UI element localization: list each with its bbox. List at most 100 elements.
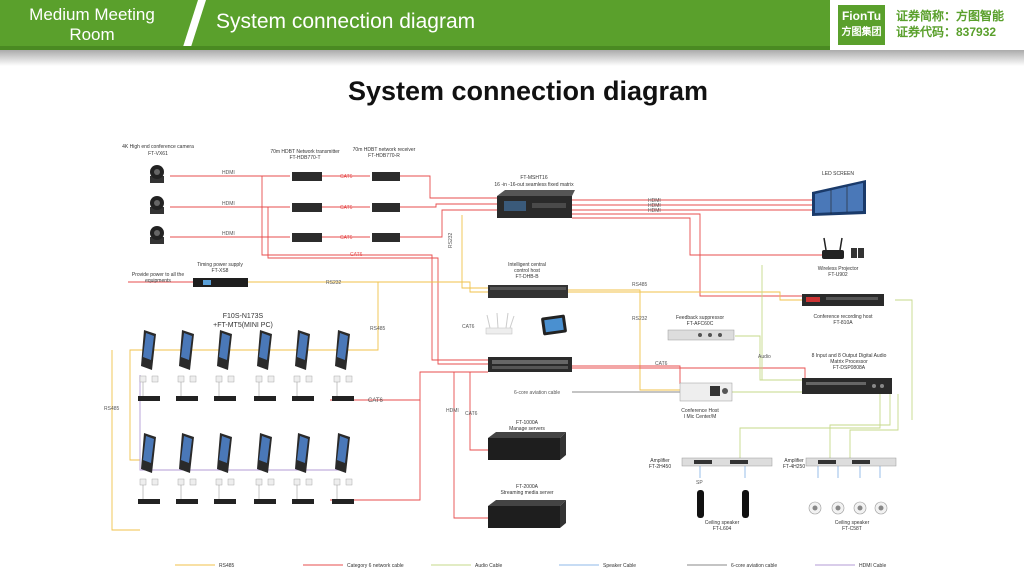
label-rs232-matrix: RS232 [448, 232, 454, 248]
label-aviation: 6-core aviation cable [514, 390, 560, 396]
matrix-model: FT-MSHT16 [520, 175, 547, 181]
ceiling1-model: FT-L604 [713, 526, 732, 532]
recording-model: FT-810A [833, 320, 853, 326]
label-audio: Audio [758, 354, 771, 360]
device-label-layer: 4K High end conference camera FT-VX61 70… [122, 144, 886, 532]
wireless-projector-icon [822, 237, 864, 259]
dsp-model: FT-DSP0808A [833, 365, 866, 371]
header-green-band [0, 0, 830, 50]
lift-screen-terminal-icon [332, 433, 354, 504]
label-cat6-1: CAT6 [340, 174, 353, 180]
camera-model: FT-VX61 [148, 151, 168, 157]
dsp-label-2: Matrix Processor [830, 359, 868, 365]
amp2-model: FT-4H250 [783, 464, 805, 470]
ceiling-speaker-icon [831, 501, 845, 515]
cable-rs232-timing [248, 281, 488, 293]
cable-switch-confhost [572, 365, 681, 384]
router-icon [485, 312, 515, 335]
company-logo: FionTu 方图集团 [838, 5, 885, 45]
cable-cat6-switch-b [267, 207, 488, 365]
label-hdmi-servers: HDMI [446, 408, 459, 414]
cable-audio-feedback [735, 335, 802, 381]
logo-text-cn: 方图集团 [841, 27, 882, 38]
lift-screen-terminal-icon [214, 433, 236, 504]
lift-screen-terminal-icon [138, 330, 160, 401]
control-label: Intelligent central [508, 262, 546, 268]
conference-host-icon [679, 382, 733, 402]
label-hdmi-1: HDMI [222, 170, 235, 176]
terminal-group [138, 330, 354, 504]
dsp-processor-icon [802, 378, 892, 394]
ceiling-speaker-icon [853, 501, 867, 515]
control-model: FT-DHB-B [515, 274, 539, 280]
cable-rx1-matrix [400, 175, 497, 199]
hdbt-units [292, 172, 400, 242]
cable-cat6-row2 [330, 400, 421, 501]
hdbt-rx-model: FT-HDB770-R [368, 153, 400, 159]
hdbt-rx-icon [372, 172, 400, 181]
wireless-label: Wireless Projector [818, 266, 859, 272]
hdbt-rx-icon [372, 203, 400, 212]
timing-power-icon [193, 278, 248, 287]
label-hdmi-2: HDMI [222, 201, 235, 207]
cable-layer [111, 175, 913, 531]
cable-rs485-left [111, 350, 140, 531]
lift-screen-terminal-icon [138, 433, 160, 504]
camera-icon [150, 196, 164, 214]
cable-switch-dsp [572, 367, 806, 382]
legend-label: Category 6 network cable [347, 563, 404, 569]
label-cat6-row: CAT6 [368, 398, 384, 404]
provide-label: Provide power to all the [132, 272, 184, 278]
amp1-model: FT-2H450 [649, 464, 671, 470]
lift-screen-terminal-icon [214, 330, 236, 401]
conf-host-label: Conference Host [681, 408, 719, 414]
led-screen-icon [812, 180, 866, 216]
legend-label: RS485 [219, 563, 235, 569]
cable-speaker-3 [817, 466, 881, 478]
stream-model: FT-2000A [516, 484, 539, 490]
legend-label: Speaker Cable [603, 563, 636, 569]
ceiling2-label: Ceiling speaker [835, 520, 870, 526]
label-cat6-4: CAT6 [350, 252, 363, 258]
terminal-model: F10S-N173S [223, 313, 264, 320]
terminal-model-2: +FT-MT5(MINI PC) [213, 322, 273, 329]
logo-text-en: FionTu [841, 9, 882, 23]
lift-screen-terminal-icon [292, 330, 314, 401]
tablet-icon [541, 314, 567, 336]
lift-screen-terminal-icon [254, 330, 276, 401]
hdbt-tx-icon [292, 203, 322, 212]
hdbt-rx-icon [372, 233, 400, 242]
feedback-suppressor-icon [667, 329, 735, 341]
led-label: LED SCREEN [822, 171, 854, 177]
label-rs232-timing: RS232 [326, 280, 342, 286]
label-cat6-switch: CAT6 [462, 324, 475, 330]
amp2-label: Amplifier [784, 458, 804, 464]
stream-server-icon [488, 500, 566, 528]
label-rs485-2: RS485 [370, 326, 386, 332]
amplifier-2-icon [805, 457, 897, 467]
cable-audio-amp1 [739, 394, 881, 460]
cable-audio-amp2b [849, 394, 899, 460]
cable-rs232-host [568, 289, 680, 391]
stock-name: 证券简称：方图智能 [896, 9, 1005, 23]
camera-group [150, 165, 164, 244]
ceiling1-label: Ceiling speaker [705, 520, 740, 526]
cable-rs232-matrix [461, 215, 488, 289]
camera-icon [150, 226, 164, 244]
label-speaker: SP [696, 480, 703, 486]
hdbt-tx-model: FT-HDB770-T [289, 155, 320, 161]
matrix-label: 16 -in -16-out seamless fixed matrix [494, 182, 574, 188]
recording-host-icon [802, 294, 884, 306]
cable-hdmi-terminals [139, 375, 340, 471]
manage-server-icon [488, 432, 566, 460]
label-hdmi-led-3: HDMI [648, 208, 661, 214]
label-cat6-servers: CAT6 [465, 411, 478, 417]
timing-label: Timing power supply [197, 262, 243, 268]
room-title: Medium Meeting Room [8, 5, 176, 45]
hdbt-rx-label: 70m HDBT network receiver [353, 147, 416, 153]
lift-screen-terminal-icon [292, 433, 314, 504]
cable-cat6-switch-a [261, 176, 488, 361]
control-label-2: control host [514, 268, 540, 274]
